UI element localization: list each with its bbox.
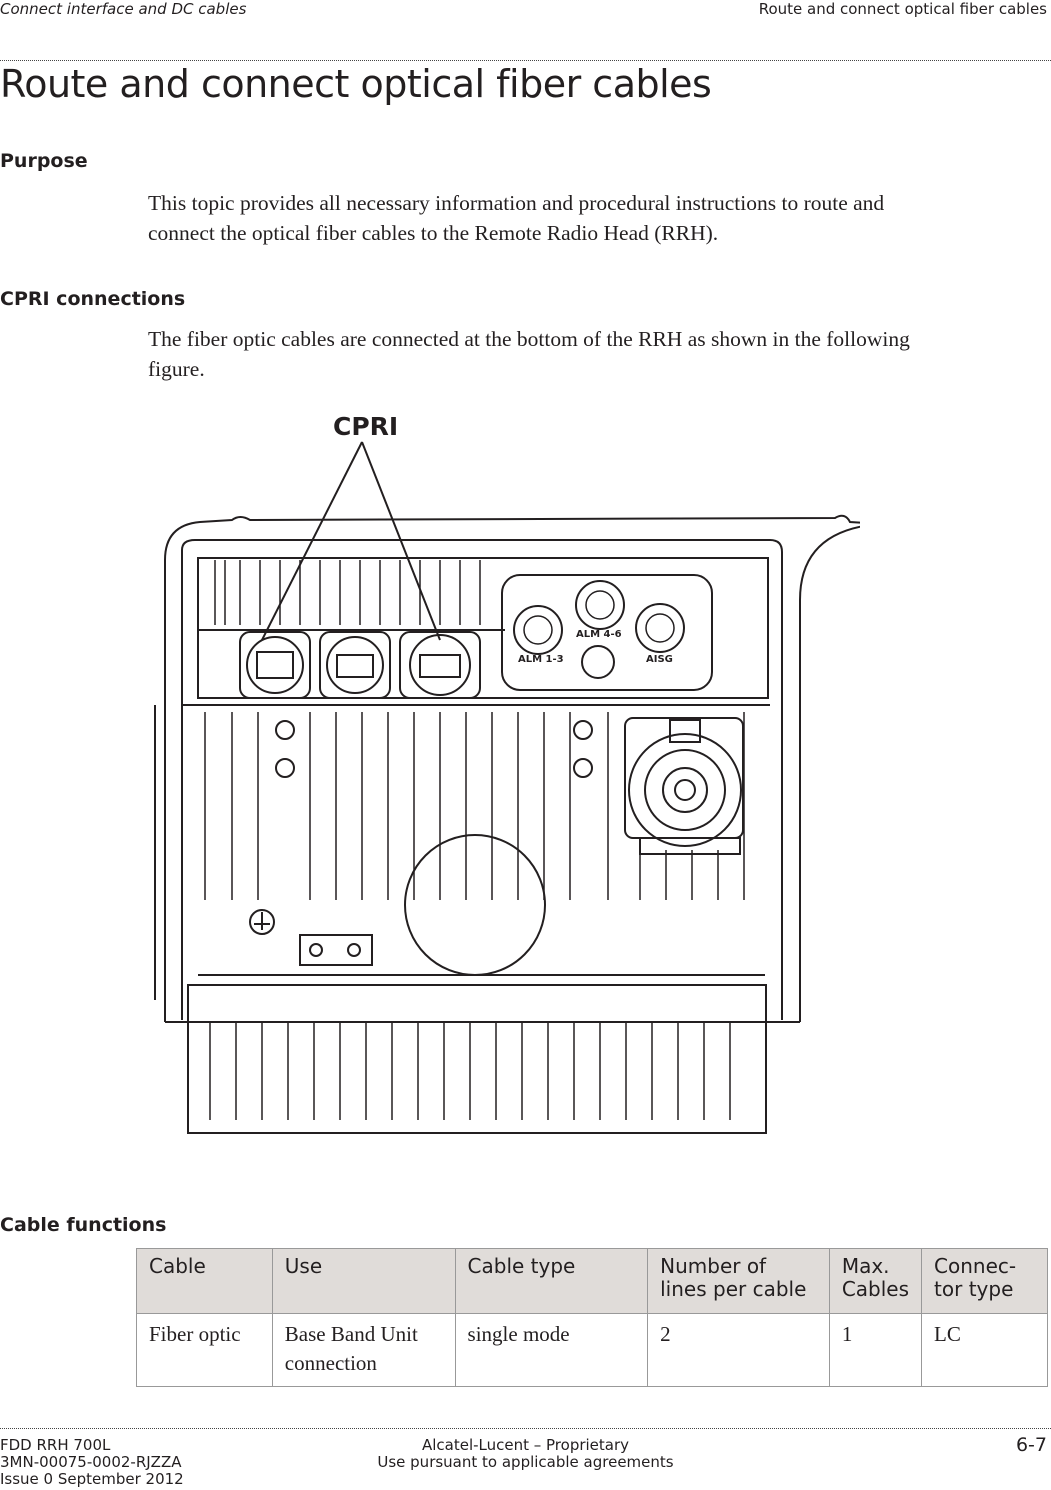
dc-power-housing xyxy=(624,717,744,839)
page-number: 6-7 xyxy=(1015,1434,1047,1456)
cell-cable: Fiber optic xyxy=(136,1313,273,1387)
mount-hole-1 xyxy=(275,720,295,740)
lower-body xyxy=(187,984,767,1134)
footer-proprietary-line-1: Alcatel-Lucent – Proprietary xyxy=(421,1436,630,1454)
section-heading-purpose: Purpose xyxy=(0,150,88,172)
running-header-right: Route and connect optical fiber cables xyxy=(758,0,1047,18)
footer-proprietary-line-2: Use pursuant to applicable agreements xyxy=(377,1453,674,1471)
aisg-connector xyxy=(635,603,685,653)
dc-power-connector xyxy=(628,733,742,847)
housing-inner-top xyxy=(181,539,783,1020)
cell-cable-type: single mode xyxy=(454,1313,649,1387)
column-header-max-cables: Max.Cables xyxy=(828,1248,923,1314)
top-fins xyxy=(214,560,481,625)
label-plate xyxy=(299,934,373,966)
footer-proprietary: Alcatel-Lucent – Proprietary Use pursuan… xyxy=(0,1437,1051,1471)
connector-panel xyxy=(197,557,769,699)
footer-issue: Issue 0 September 2012 xyxy=(0,1470,184,1488)
cell-connector-type: LC xyxy=(921,1313,1048,1387)
cpri-port-3 xyxy=(399,631,481,699)
round-grommet xyxy=(403,834,547,976)
cpri-port-1 xyxy=(239,631,311,699)
cell-lines-per-cable: 2 xyxy=(647,1313,830,1387)
rrh-bottom-view-figure: CPRI xyxy=(154,412,860,1134)
housing-outline xyxy=(164,514,860,1022)
cpri-callout-label: CPRI xyxy=(333,412,398,441)
footer-document-info: FDD RRH 700L 3MN-00075-0002-RJZZA Issue … xyxy=(0,1437,184,1488)
label-aisg: AISG xyxy=(646,654,673,665)
label-alm-4-6: ALM 4-6 xyxy=(576,629,622,640)
mount-hole-4 xyxy=(573,758,593,778)
column-header-use: Use xyxy=(271,1248,456,1314)
section-heading-cable-functions: Cable functions xyxy=(0,1214,167,1236)
mount-hole-2 xyxy=(275,758,295,778)
running-header-left: Connect interface and DC cables xyxy=(0,0,247,18)
vent-plug xyxy=(581,645,615,679)
footer-divider xyxy=(0,1428,1051,1429)
cpri-line-1: The fiber optic cables are connected at … xyxy=(148,327,910,351)
footer-document-number: 3MN-00075-0002-RJZZA xyxy=(0,1453,182,1471)
ground-terminal xyxy=(249,909,275,935)
main-heatsink-fins xyxy=(204,712,745,900)
cpri-line-2: figure. xyxy=(148,357,205,381)
header-divider xyxy=(0,60,1051,61)
cpri-port-2 xyxy=(319,631,391,699)
mount-hole-3 xyxy=(573,720,593,740)
purpose-paragraph: This topic provides all necessary inform… xyxy=(148,188,1028,248)
alarm-connector-block xyxy=(501,574,713,691)
housing-side-rails xyxy=(154,705,801,1000)
page-title: Route and connect optical fiber cables xyxy=(0,62,712,106)
column-header-cable-type: Cable type xyxy=(454,1248,649,1314)
lower-fins xyxy=(209,1022,731,1120)
purpose-line-2: connect the optical fiber cables to the … xyxy=(148,221,719,245)
alm-4-6-connector xyxy=(575,580,625,630)
dc-power-latch xyxy=(669,719,701,743)
section-heading-cpri: CPRI connections xyxy=(0,288,186,310)
column-header-connector-type: Connec-tor type xyxy=(921,1248,1048,1314)
label-alm-1-3: ALM 1-3 xyxy=(518,654,564,665)
cpri-paragraph: The fiber optic cables are connected at … xyxy=(148,324,1028,384)
alm-1-3-connector xyxy=(513,605,563,655)
cell-max-cables: 1 xyxy=(828,1313,923,1387)
column-header-cable: Cable xyxy=(136,1248,273,1314)
footer-product: FDD RRH 700L xyxy=(0,1436,111,1454)
purpose-line-1: This topic provides all necessary inform… xyxy=(148,191,885,215)
